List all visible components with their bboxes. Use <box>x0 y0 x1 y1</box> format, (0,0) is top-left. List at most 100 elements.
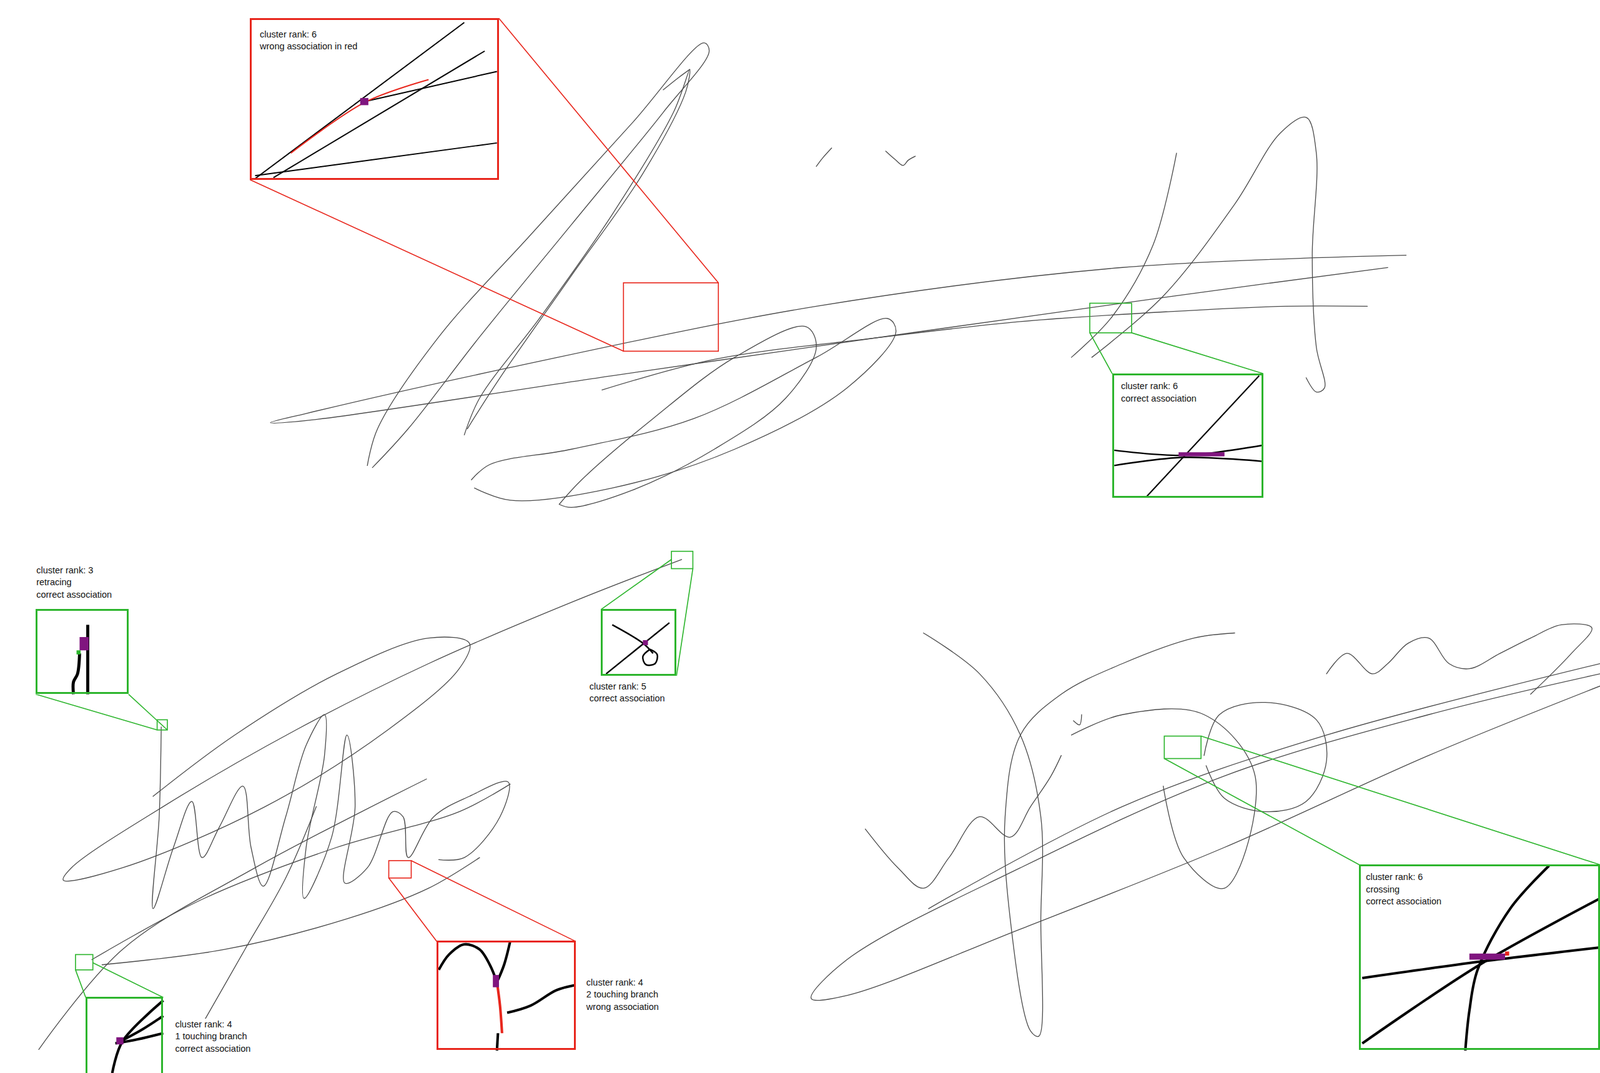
signature-stroke <box>91 783 511 960</box>
inset-caption: correct association <box>1365 895 1442 909</box>
signature-stroke <box>885 151 915 166</box>
source-box <box>75 954 94 970</box>
zoom-stroke <box>1114 457 1264 466</box>
inset-caption: cluster rank: 6 <box>1120 380 1179 393</box>
zoom-stroke <box>439 944 498 983</box>
signature-stroke <box>101 857 480 965</box>
leader-line <box>676 568 693 676</box>
zoom-stroke <box>73 653 80 694</box>
inset-ground <box>1358 864 1600 1052</box>
zoom-stroke <box>642 649 658 666</box>
source-box <box>671 551 693 569</box>
inset-ground <box>249 18 499 180</box>
zoom-stroke <box>507 984 575 1013</box>
junction-mark <box>360 98 369 105</box>
signature-stroke <box>865 755 1062 889</box>
zoom-stroke <box>497 982 503 1034</box>
junction-marks <box>76 98 1510 1045</box>
zoom-stroke <box>86 624 90 694</box>
inset-caption: cluster rank: 6 <box>1365 871 1424 884</box>
inset-caption-block: cluster rank: 6wrong association in red <box>259 28 358 54</box>
source-box <box>389 860 412 879</box>
signature-stroke <box>152 714 510 909</box>
signature-stroke <box>63 559 682 882</box>
inset-caption: retracing <box>35 576 72 589</box>
zoom-stroke <box>497 1032 499 1051</box>
signatures <box>38 43 1600 1050</box>
inset-caption: 1 touching branch <box>174 1030 248 1043</box>
leader-line <box>410 860 576 942</box>
zoom-stroke <box>1362 898 1600 1043</box>
leader-line <box>389 878 438 942</box>
inset-caption: crossing <box>1365 883 1401 897</box>
zoom-stroke <box>1465 865 1549 1051</box>
inset-ground <box>1112 373 1264 498</box>
zoom-stroke <box>112 1000 164 1073</box>
signature-stroke <box>1326 623 1592 695</box>
inset-caption: correct association <box>174 1042 252 1056</box>
signature-stroke <box>1073 714 1082 725</box>
inset-box: cluster rank: 41 touching branchcorrect … <box>85 996 163 1073</box>
inset-box: cluster rank: 6wrong association in red <box>249 18 499 180</box>
zoom-stroke <box>362 71 498 102</box>
junction-mark <box>116 1037 124 1045</box>
callout-leaders <box>35 18 1600 998</box>
signature-stroke <box>1091 116 1326 393</box>
junction-mark <box>1178 452 1225 457</box>
source-box <box>1089 302 1132 333</box>
inset-caption: cluster rank: 4 <box>585 976 644 990</box>
leader-line <box>249 179 624 352</box>
zoom-detail <box>73 22 1600 1073</box>
inset-caption: cluster rank: 5 <box>588 680 647 694</box>
source-box <box>1164 736 1201 759</box>
junction-mark <box>76 650 82 655</box>
inset-box: cluster rank: 6correct association <box>1112 373 1264 498</box>
junction-mark <box>492 974 499 988</box>
inset-caption: cluster rank: 6 <box>259 28 318 42</box>
signature-stroke <box>558 325 817 508</box>
inset-caption: cluster rank: 3 <box>35 564 94 578</box>
leader-line <box>1089 332 1113 374</box>
inset-caption-block: cluster rank: 41 touching branchcorrect … <box>174 1018 252 1056</box>
leader-line <box>128 694 168 731</box>
inset-box: cluster rank: 6crossingcorrect associati… <box>1358 864 1600 1050</box>
signature-stroke <box>923 632 1235 1037</box>
leader-line <box>1131 332 1264 374</box>
inset-caption: 2 touching branch <box>585 988 659 1002</box>
zoom-stroke <box>254 143 497 176</box>
zoom-stroke <box>606 622 670 674</box>
leader-line <box>1164 758 1359 865</box>
inset-caption-block: cluster rank: 3retracingcorrect associat… <box>35 564 113 602</box>
signature-stroke <box>663 69 690 90</box>
signature-stroke <box>471 318 897 501</box>
junction-mark <box>79 637 89 651</box>
signature-stroke <box>816 148 832 167</box>
leader-line <box>75 969 86 998</box>
junction-mark <box>1469 953 1506 960</box>
inset-ground <box>85 997 163 1073</box>
inset-caption: correct association <box>588 692 666 706</box>
inset-caption: correct association <box>35 588 113 602</box>
leader-line <box>93 962 164 998</box>
signature-stroke <box>204 806 317 1021</box>
inset-caption-block: cluster rank: 6correct association <box>1120 380 1198 405</box>
leader-line <box>498 18 719 283</box>
signature-stroke <box>1071 708 1257 889</box>
zoom-stroke <box>612 624 653 654</box>
inset-ground <box>600 609 677 676</box>
inset-box: cluster rank: 42 touching branchwrong as… <box>436 940 576 1050</box>
inset-box: cluster rank: 5correct association <box>600 608 677 676</box>
inset-caption-block: cluster rank: 6crossingcorrect associati… <box>1365 871 1442 909</box>
signature-stroke <box>1071 153 1177 358</box>
inset-caption-block: cluster rank: 42 touching branchwrong as… <box>585 976 660 1014</box>
zoom-stroke <box>291 79 430 154</box>
inset-caption: correct association <box>1120 392 1198 406</box>
inset-grounds <box>35 18 1600 1073</box>
inset-box: cluster rank: 3retracingcorrect associat… <box>35 608 129 694</box>
junction-mark <box>1505 951 1510 956</box>
inset-caption: cluster rank: 4 <box>174 1018 233 1032</box>
zoom-stroke <box>254 22 465 179</box>
leader-line <box>35 694 157 731</box>
inset-ground <box>35 609 129 695</box>
